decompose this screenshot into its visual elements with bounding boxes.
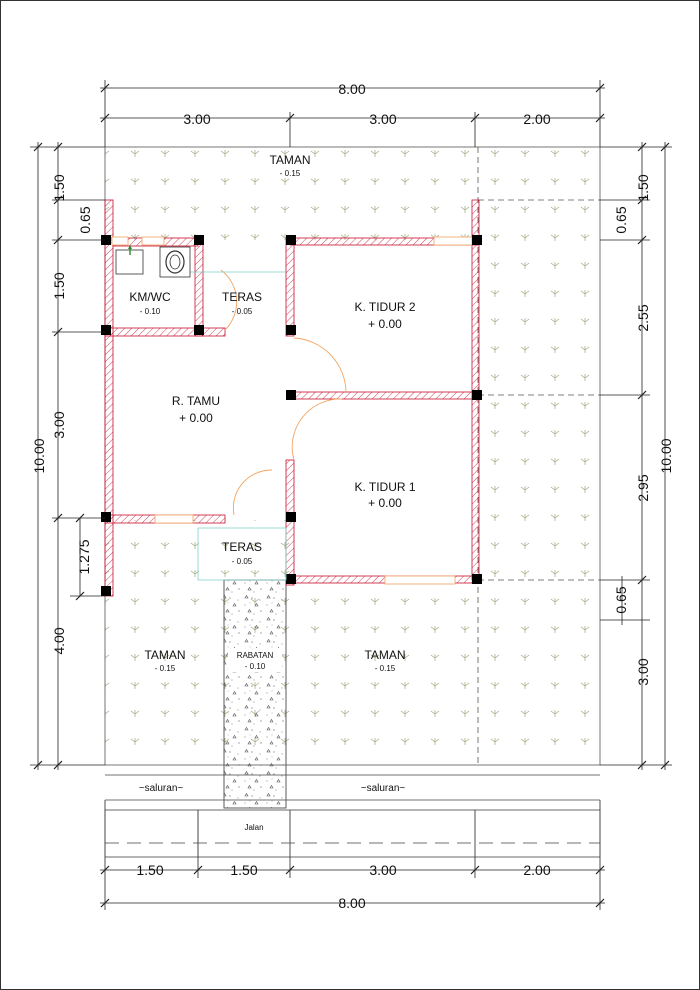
dim-top-1: 3.00: [183, 111, 210, 127]
room-tamu-level: + 0.00: [179, 411, 213, 425]
dim-right-2: 2.55: [635, 304, 651, 331]
dimension-ticks: [33, 83, 670, 908]
room-kmwc-level: - 0.10: [140, 307, 161, 316]
dimension-lines: [30, 80, 672, 910]
dim-right-065a: 0.65: [613, 206, 629, 233]
dim-left-4: 4.00: [51, 627, 67, 654]
dim-bottom-total: 8.00: [338, 895, 365, 911]
room-taman-right-name: TAMAN: [364, 648, 405, 662]
dim-top-total: 8.00: [338, 81, 365, 97]
room-taman-left-level: - 0.15: [155, 664, 176, 673]
dim-right-065b: 0.65: [613, 586, 629, 613]
bathroom-fixtures: [115, 245, 191, 278]
room-teras-top-level: - 0.05: [232, 307, 253, 316]
dim-left-1275: 1.275: [76, 539, 92, 574]
dim-left-total: 10.00: [31, 438, 47, 473]
dim-top-3: 2.00: [523, 111, 550, 127]
room-tidur2-name: K. TIDUR 2: [354, 300, 415, 314]
dim-left-1: 1.50: [51, 174, 67, 201]
saluran-left-label: ~saluran~: [139, 783, 184, 794]
dim-left-065: 0.65: [77, 206, 93, 233]
teras-outlines: [190, 271, 287, 581]
dim-left-2: 1.50: [51, 272, 67, 299]
room-teras-top-name: TERAS: [222, 290, 262, 304]
dim-left-3: 3.00: [51, 411, 67, 438]
dim-right-total: 10.00: [658, 438, 674, 473]
room-tamu-name: R. TAMU: [172, 394, 220, 408]
room-taman-top-name: TAMAN: [269, 153, 310, 167]
room-tidur1-name: K. TIDUR 1: [354, 480, 415, 494]
dim-right-3: 2.95: [635, 474, 651, 501]
rabatan-label-bg: [228, 648, 282, 672]
dim-bottom-3: 3.00: [369, 862, 396, 878]
windows: [111, 236, 473, 585]
jalan-label: Jalan: [244, 823, 263, 832]
door-swings: [220, 269, 347, 516]
dim-bottom-1: 1.50: [136, 862, 163, 878]
dim-bottom-4: 2.00: [523, 862, 550, 878]
room-taman-left-name: TAMAN: [144, 648, 185, 662]
room-teras-bottom-name: TERAS: [222, 540, 262, 554]
room-taman-top-level: - 0.15: [280, 169, 301, 178]
rabatan-path: [223, 579, 287, 809]
dim-top-2: 3.00: [369, 111, 396, 127]
room-rabatan-name: RABATAN: [237, 651, 274, 660]
room-tidur2-level: + 0.00: [368, 317, 402, 331]
room-teras-bottom-level: - 0.05: [232, 557, 253, 566]
road-and-channel: [104, 774, 601, 858]
dim-bottom-2: 1.50: [230, 862, 257, 878]
columns: [101, 235, 482, 596]
room-kmwc-name: KM/WC: [129, 290, 171, 304]
room-taman-right-level: - 0.15: [375, 664, 396, 673]
saluran-right-label: ~saluran~: [361, 783, 406, 794]
dim-right-1: 1.50: [635, 174, 651, 201]
dim-right-4: 3.00: [635, 658, 651, 685]
room-tidur1-level: + 0.00: [368, 496, 402, 510]
room-rabatan-level: - 0.10: [245, 662, 266, 671]
